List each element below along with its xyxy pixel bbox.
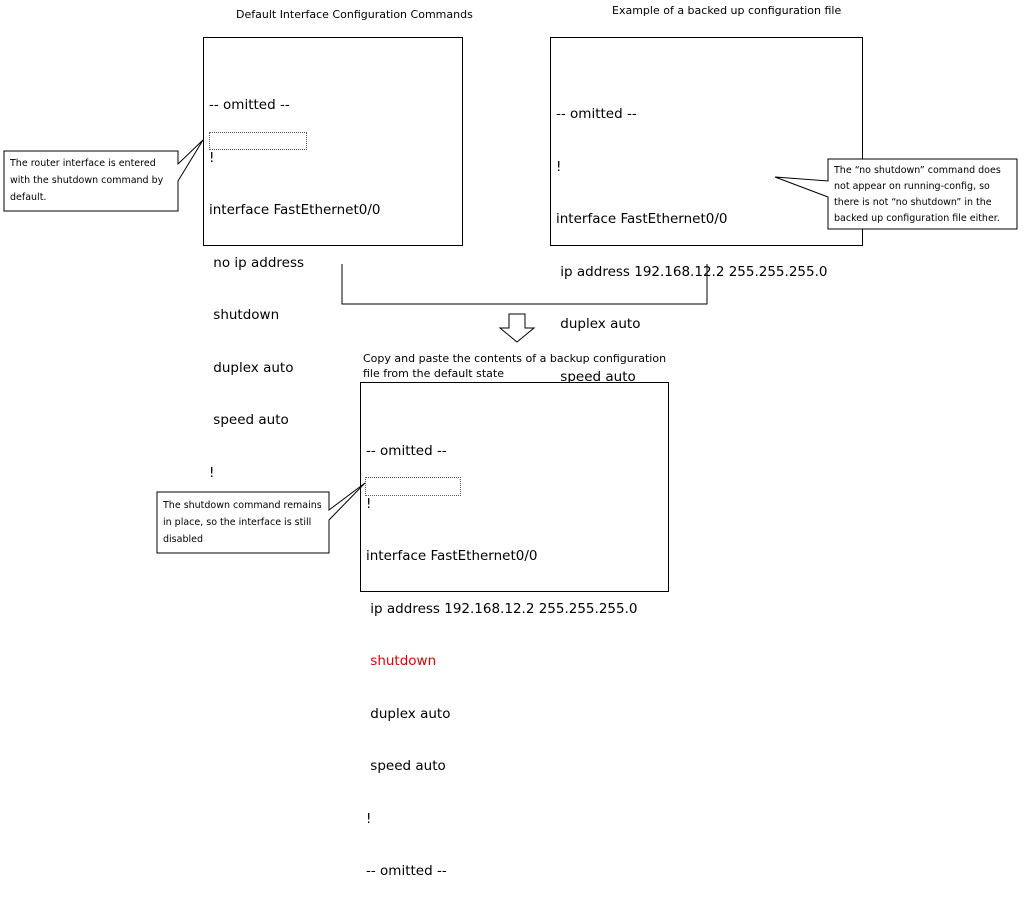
config-line: !	[366, 495, 372, 512]
right-callout-shape	[774, 158, 1018, 230]
config-line: -- omitted --	[366, 863, 447, 879]
config-line: duplex auto	[366, 705, 451, 722]
merged-config-box	[360, 382, 669, 592]
shutdown-highlight-frame	[365, 477, 461, 496]
merge-bracket	[341, 264, 708, 305]
left-callout-text: The router interface is entered with the…	[10, 158, 164, 203]
right-callout-text: The “no shutdown” command does not appea…	[834, 165, 1001, 224]
config-line: interface FastEthernet0/0	[209, 202, 381, 218]
bottom-callout-shape	[156, 482, 366, 554]
backup-config-box	[550, 37, 863, 246]
config-line: !	[209, 149, 215, 166]
config-line: ip address 192.168.12.2 255.255.255.0	[366, 600, 638, 617]
config-line-shutdown: shutdown	[209, 307, 280, 323]
config-line: duplex auto	[209, 359, 294, 376]
config-line: duplex auto	[556, 316, 641, 332]
bottom-callout-text: The shutdown command remains in place, s…	[163, 500, 322, 545]
config-line: !	[209, 464, 215, 481]
config-line: !	[366, 810, 372, 827]
config-line: !	[556, 158, 562, 175]
config-line: interface FastEthernet0/0	[556, 211, 728, 227]
config-line-shutdown-highlighted: shutdown	[366, 653, 437, 669]
config-line: speed auto	[556, 368, 636, 385]
default-config-box	[203, 37, 463, 246]
config-line: -- omitted --	[366, 443, 447, 459]
default-config-code: -- omitted -- ! interface FastEthernet0/…	[209, 62, 381, 552]
config-line: interface FastEthernet0/0	[366, 548, 538, 564]
left-panel-caption: Default Interface Configuration Commands	[236, 8, 473, 21]
config-line: speed auto	[366, 758, 446, 774]
config-line: ip address 192.168.12.2 255.255.255.0	[556, 263, 828, 280]
config-line: -- omitted --	[556, 106, 637, 122]
bottom-panel-caption: Copy and paste the contents of a backup …	[363, 352, 667, 380]
diagram-connectors	[3, 139, 1018, 554]
right-panel-caption: Example of a backed up configuration fil…	[612, 4, 842, 17]
config-line: no ip address	[209, 254, 305, 271]
left-callout-shape	[3, 139, 204, 212]
down-arrow-icon	[498, 313, 536, 343]
shutdown-highlight-frame	[209, 132, 307, 150]
config-line: speed auto	[209, 412, 289, 428]
config-line: -- omitted --	[209, 97, 290, 113]
